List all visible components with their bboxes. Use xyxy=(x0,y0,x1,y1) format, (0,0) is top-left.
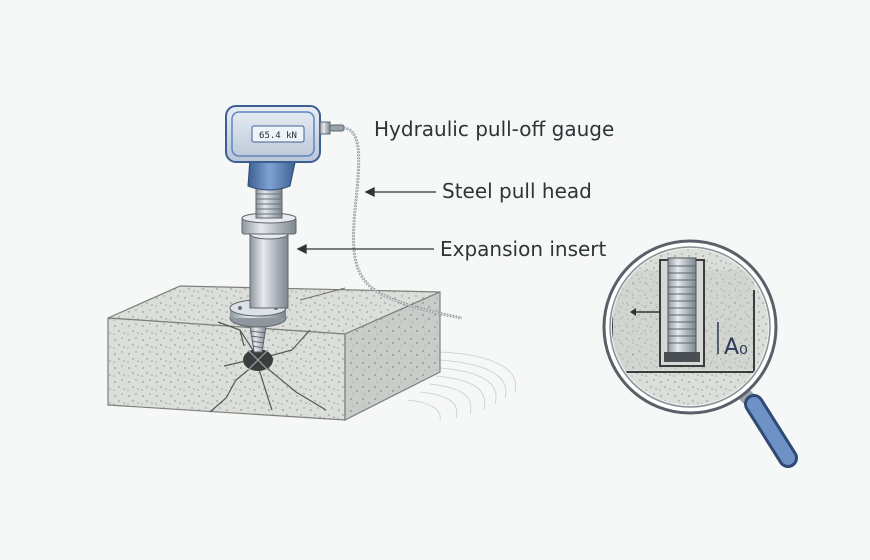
label-expansion-insert: Expansion insert xyxy=(440,237,607,261)
hydraulic-hose xyxy=(343,126,463,320)
magnified-section: A₀ xyxy=(612,249,768,405)
label-pointers xyxy=(296,186,436,255)
magnifier-marker-label: A₀ xyxy=(724,335,748,360)
steel-pull-head xyxy=(241,187,297,235)
label-steel-pull-head: Steel pull head xyxy=(442,179,592,203)
anchor-thread xyxy=(249,325,267,353)
concrete-block xyxy=(107,285,441,421)
anchor-hole xyxy=(243,349,273,371)
hydraulic-gauge: 65.4 kN xyxy=(225,105,345,191)
concrete-cracks xyxy=(209,321,327,413)
gauge-reading-display: 65.4 kN xyxy=(259,131,297,141)
magnifier: A₀ xyxy=(602,239,798,468)
magnifier-handle xyxy=(735,385,798,468)
block-shadow xyxy=(407,351,517,421)
expansion-insert-rod xyxy=(249,228,289,309)
label-hydraulic-gauge: Hydraulic pull-off gauge xyxy=(374,117,614,141)
